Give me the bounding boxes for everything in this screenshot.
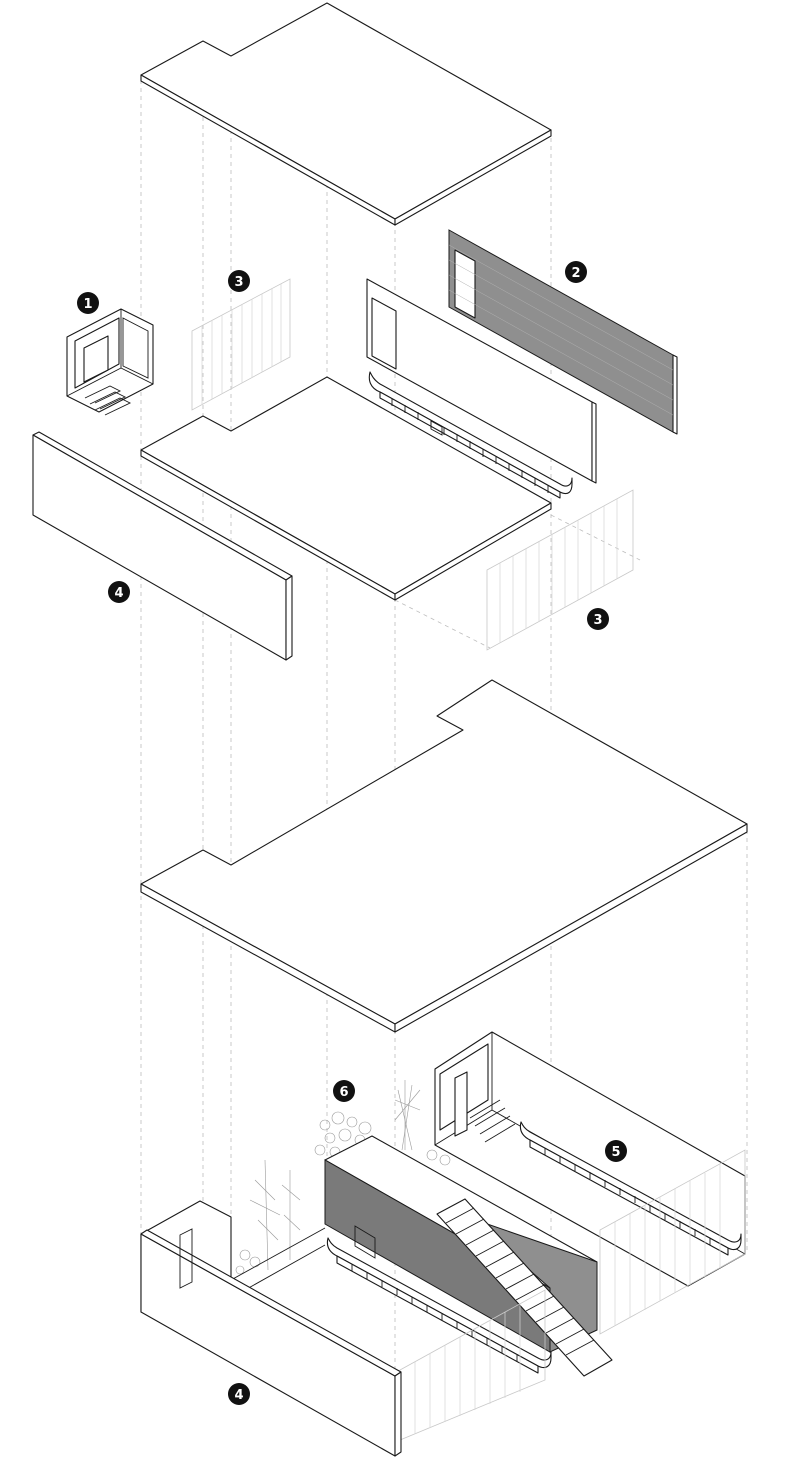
central-stair xyxy=(436,1198,613,1377)
tree-upper xyxy=(394,1080,421,1151)
bench-lower-right xyxy=(519,1121,742,1256)
glazed-wall-panel xyxy=(366,278,597,484)
shrubs-upper xyxy=(314,1111,451,1166)
marker-4-upper-label: 4 xyxy=(114,586,123,601)
marker-3-upper: 3 xyxy=(228,270,250,292)
marker-3-lower-label: 3 xyxy=(593,613,602,628)
long-wall-lower xyxy=(140,1200,402,1457)
roof-slab xyxy=(140,2,552,226)
ground-floor-ceiling-slab xyxy=(140,679,748,1033)
marker-1: 1 xyxy=(77,292,99,314)
vertical-screen-upper xyxy=(191,278,291,411)
marker-1-label: 1 xyxy=(83,297,92,312)
marker-5-label: 5 xyxy=(611,1145,620,1160)
brick-wall-panel xyxy=(448,229,678,435)
marker-2-label: 2 xyxy=(571,266,580,281)
vertical-screen-lower xyxy=(486,489,634,651)
marker-2: 2 xyxy=(565,261,587,283)
marker-6-label: 6 xyxy=(339,1085,348,1100)
marker-6: 6 xyxy=(333,1080,355,1102)
marker-4-lower: 4 xyxy=(228,1383,250,1405)
marker-5: 5 xyxy=(605,1140,627,1162)
marker-3-upper-label: 3 xyxy=(234,275,243,290)
bench-upper xyxy=(368,371,573,499)
marker-4-upper: 4 xyxy=(108,581,130,603)
trees-lower xyxy=(235,1159,301,1275)
ground-floor-plate xyxy=(230,1227,546,1441)
marker-3-lower: 3 xyxy=(587,608,609,630)
screen-lower-right xyxy=(599,1149,746,1335)
upper-floor-slab xyxy=(140,376,552,601)
long-wall-upper xyxy=(32,431,293,661)
bench-lower-center xyxy=(326,1237,552,1374)
marker-4-lower-label: 4 xyxy=(234,1388,243,1403)
small-room-module xyxy=(66,308,154,416)
planting xyxy=(235,1080,451,1275)
